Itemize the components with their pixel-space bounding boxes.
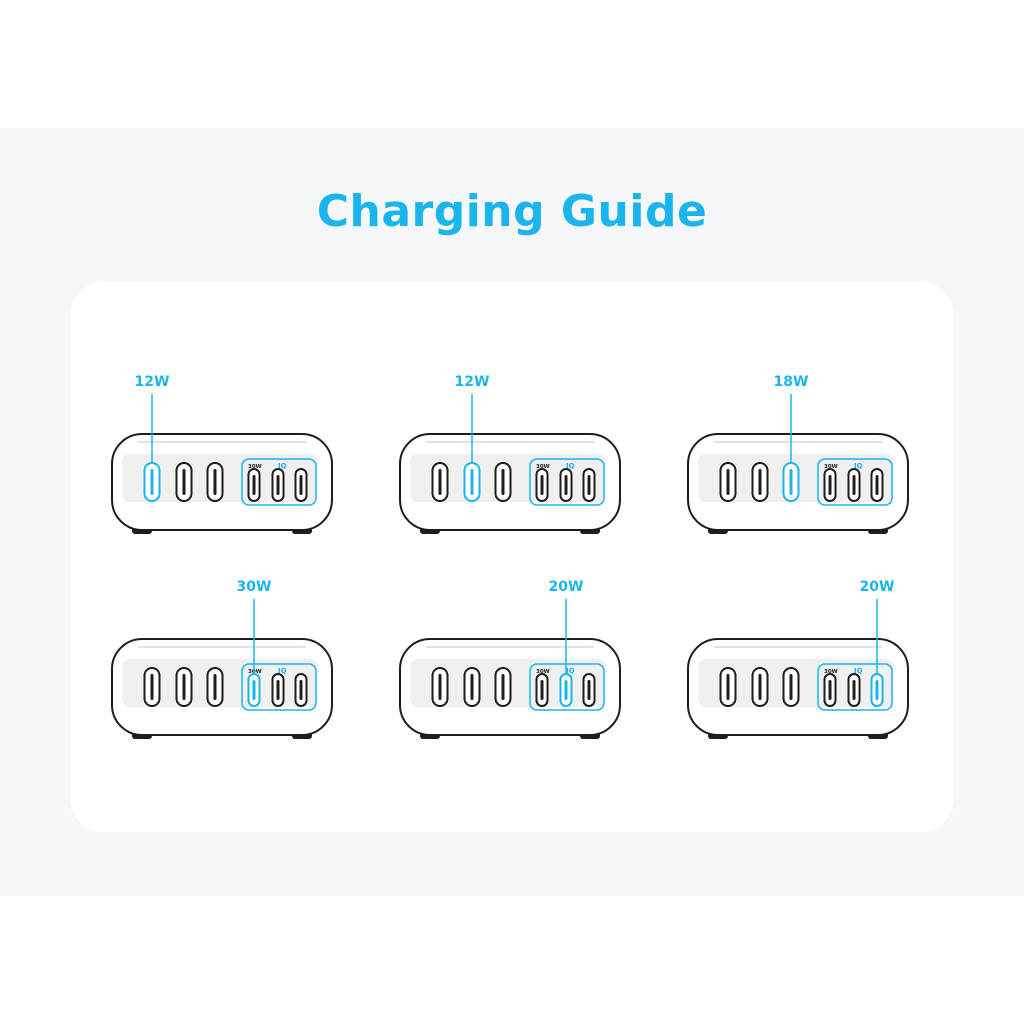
port-group-outline <box>529 458 605 506</box>
port-group-watts: 30W <box>248 464 262 470</box>
charger-diagram: 30W IQ 18W <box>684 374 924 564</box>
usb-c-port-tongue <box>438 674 442 700</box>
usb-c-port-tongue <box>726 469 730 495</box>
wattage-label: 12W <box>134 374 170 390</box>
wattage-label: 20W <box>548 579 584 595</box>
usb-c-port-tongue <box>276 680 280 700</box>
usb-c-port-tongue <box>252 680 256 700</box>
usb-c-port-tongue <box>875 680 879 700</box>
wattage-label: 18W <box>773 374 809 390</box>
usb-c-port-tongue <box>501 469 505 495</box>
charger-illustration: 30W IQ <box>687 599 909 739</box>
port-group-brand: IQ <box>854 462 863 470</box>
wattage-label: 12W <box>454 374 490 390</box>
usb-c-port-tongue <box>470 674 474 700</box>
usb-c-port-tongue <box>299 680 303 700</box>
usb-c-port-tongue <box>789 674 793 700</box>
usb-c-port-tongue <box>875 475 879 495</box>
usb-c-port-tongue <box>789 469 793 495</box>
port-group-watts: 30W <box>536 669 550 675</box>
wattage-label: 20W <box>859 579 895 595</box>
charger-illustration: 30W IQ <box>399 599 621 739</box>
port-group-watts: 30W <box>824 669 838 675</box>
charger-diagram: 30W IQ 30W <box>108 579 348 769</box>
usb-c-port-tongue <box>213 469 217 495</box>
usb-c-port-tongue <box>501 674 505 700</box>
port-group-brand: IQ <box>278 462 287 470</box>
charger-illustration: 30W IQ <box>687 394 909 534</box>
charger-illustration: 30W IQ <box>111 599 333 739</box>
port-group-brand: IQ <box>566 462 575 470</box>
charger-diagram: 30W IQ 12W <box>396 374 636 564</box>
port-group-outline <box>241 458 317 506</box>
port-group-brand: IQ <box>854 667 863 675</box>
usb-c-port-tongue <box>564 680 568 700</box>
usb-c-port-tongue <box>540 475 544 495</box>
port-group-outline <box>241 663 317 711</box>
usb-c-port-tongue <box>470 469 474 495</box>
usb-c-port-tongue <box>276 475 280 495</box>
usb-c-port-tongue <box>758 469 762 495</box>
charger-illustration: 30W IQ <box>111 394 333 534</box>
page-title: Charging Guide <box>316 186 708 237</box>
usb-c-port-tongue <box>828 475 832 495</box>
charger-illustration: 30W IQ <box>399 394 621 534</box>
charger-diagram: 30W IQ 20W <box>684 579 924 769</box>
usb-c-port-tongue <box>726 674 730 700</box>
charger-diagram: 30W IQ 12W <box>108 374 348 564</box>
guide-card <box>70 282 954 832</box>
port-group-outline <box>529 663 605 711</box>
port-group-outline <box>817 458 893 506</box>
charger-diagram: 30W IQ 20W <box>396 579 636 769</box>
usb-c-port-tongue <box>852 680 856 700</box>
port-group-watts: 30W <box>536 464 550 470</box>
usb-c-port-tongue <box>150 674 154 700</box>
usb-c-port-tongue <box>852 475 856 495</box>
usb-c-port-tongue <box>299 475 303 495</box>
usb-c-port-tongue <box>564 475 568 495</box>
usb-c-port-tongue <box>213 674 217 700</box>
usb-c-port-tongue <box>438 469 442 495</box>
usb-c-port-tongue <box>587 680 591 700</box>
port-group-watts: 30W <box>824 464 838 470</box>
wattage-label: 30W <box>236 579 272 595</box>
usb-c-port-tongue <box>540 680 544 700</box>
port-group-outline <box>817 663 893 711</box>
usb-c-port-tongue <box>252 475 256 495</box>
port-group-brand: IQ <box>278 667 287 675</box>
port-group-brand: IQ <box>566 667 575 675</box>
usb-c-port-tongue <box>182 469 186 495</box>
usb-c-port-tongue <box>587 475 591 495</box>
usb-c-port-tongue <box>758 674 762 700</box>
usb-c-port-tongue <box>828 680 832 700</box>
usb-c-port-tongue <box>150 469 154 495</box>
usb-c-port-tongue <box>182 674 186 700</box>
port-group-watts: 30W <box>248 669 262 675</box>
